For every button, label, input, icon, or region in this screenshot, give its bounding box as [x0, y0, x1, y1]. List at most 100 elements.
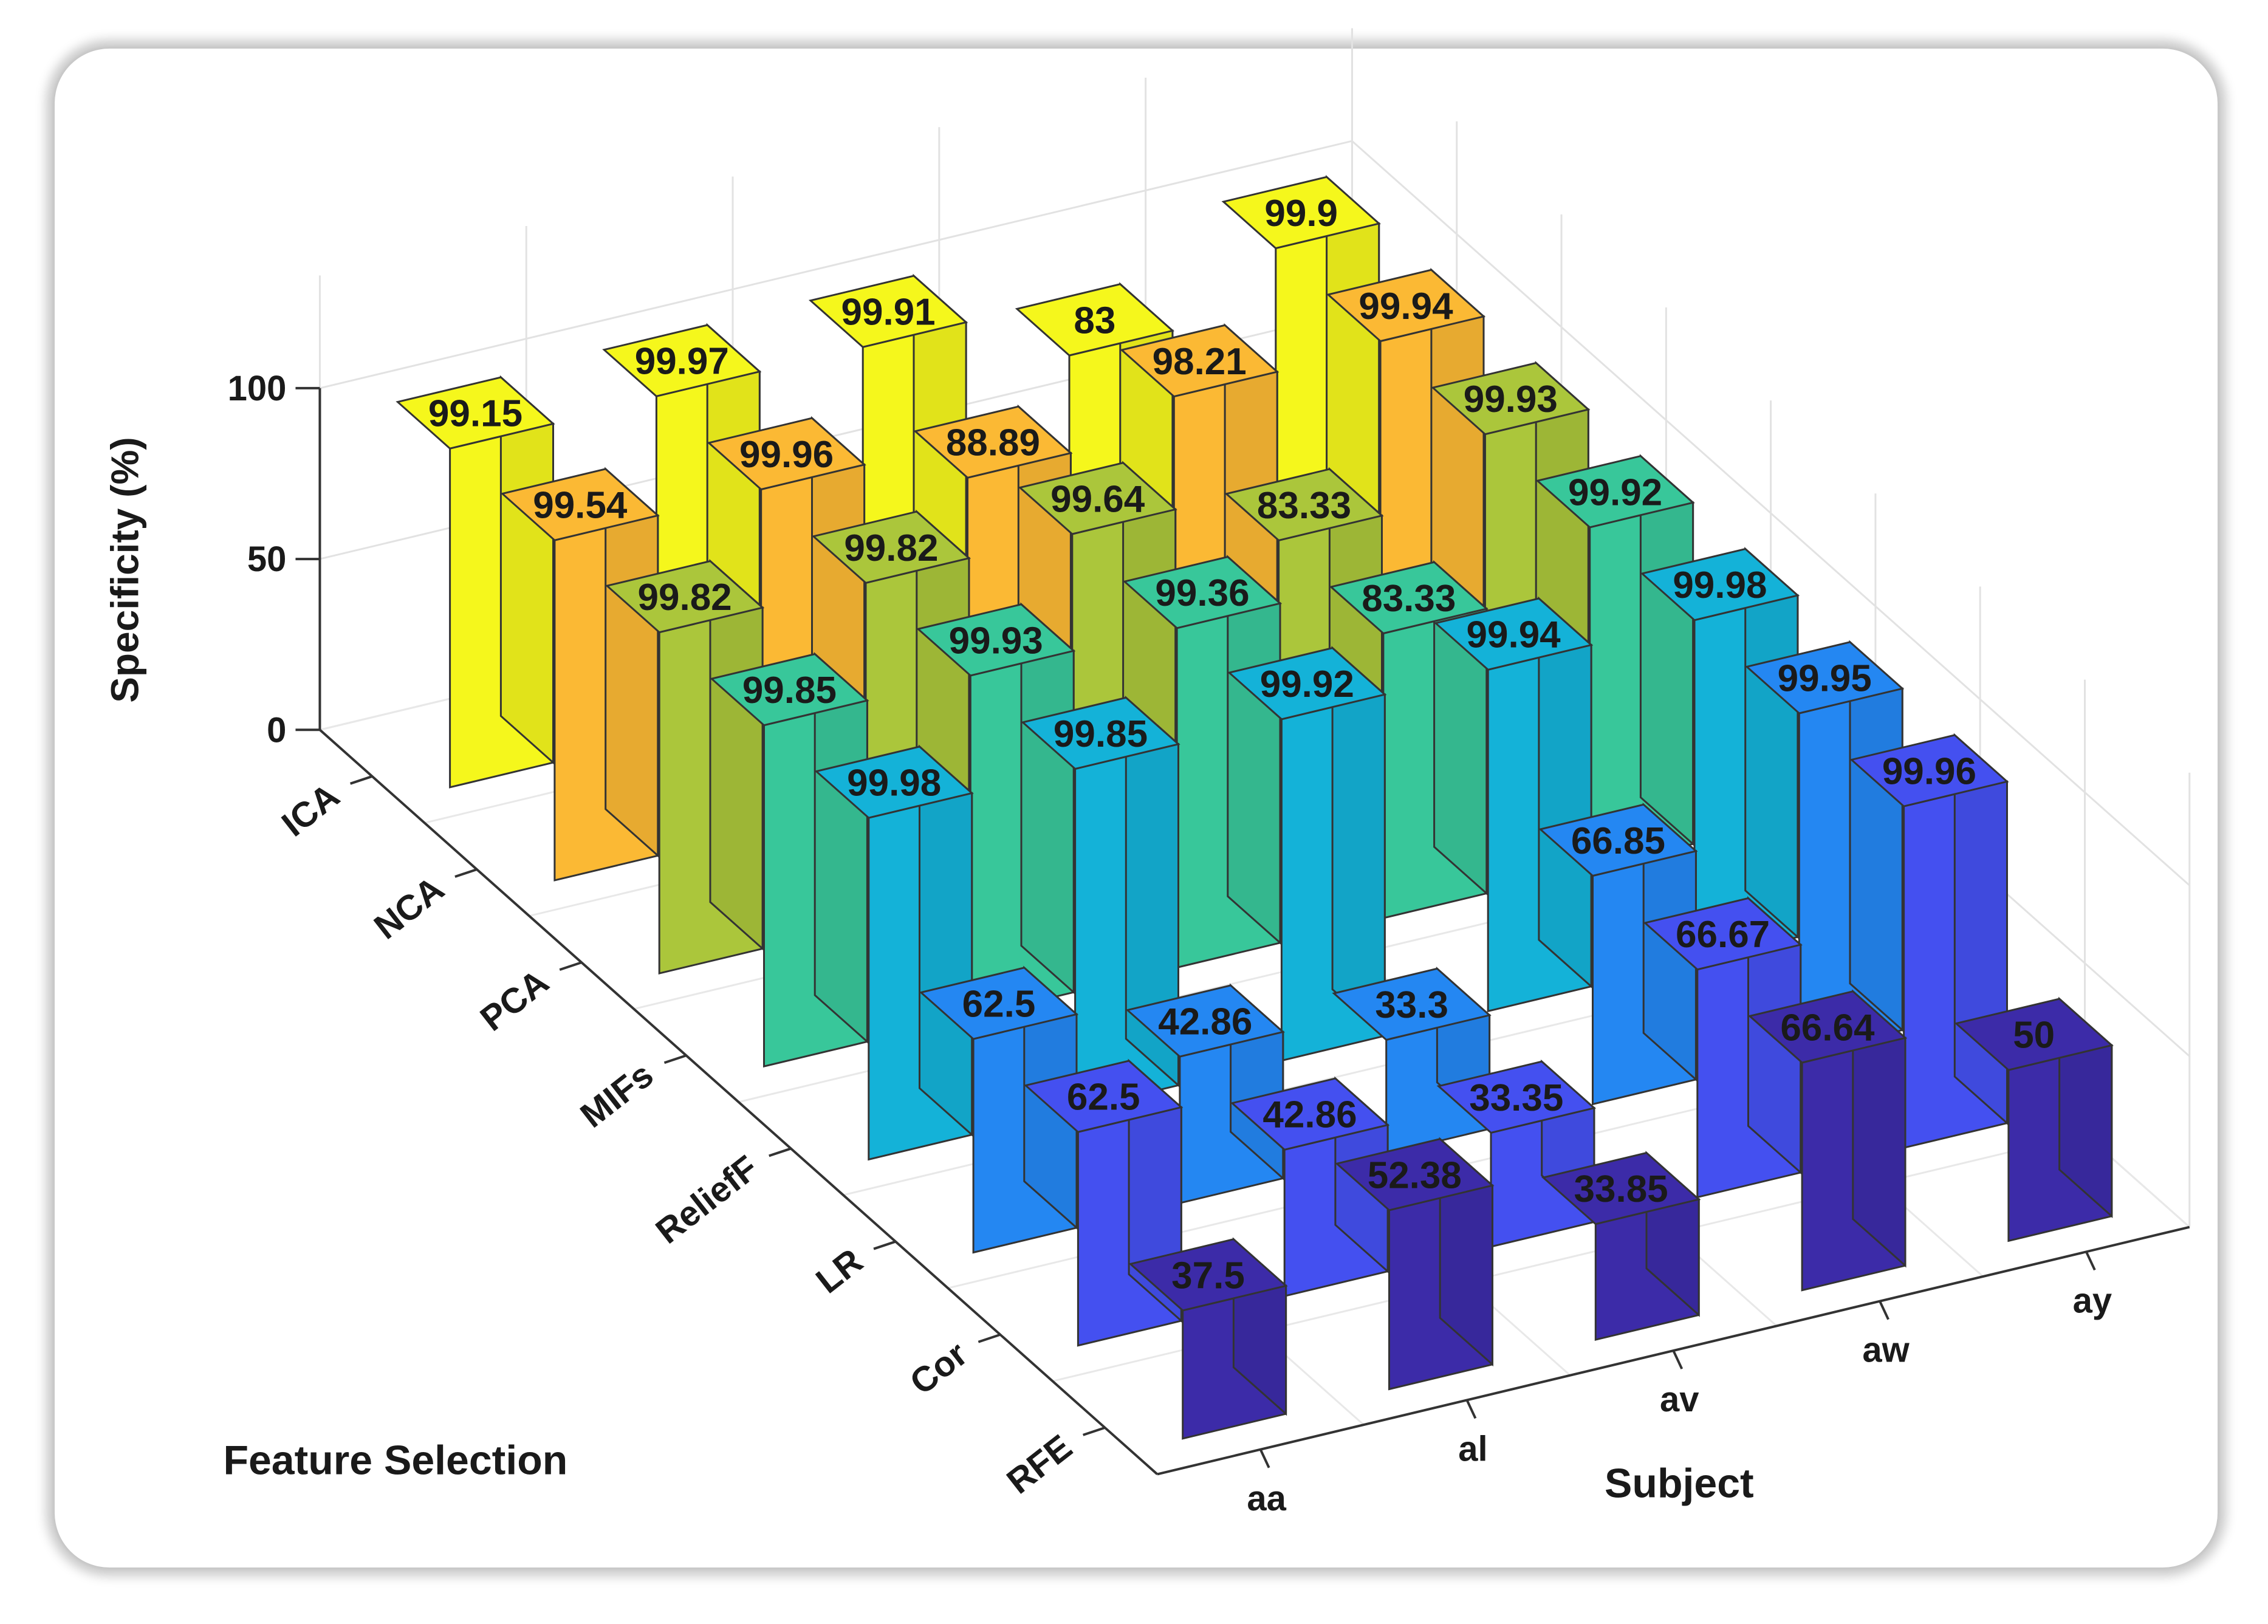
value-label: 42.86 [1158, 1001, 1252, 1043]
y-tick-label: LR [809, 1241, 870, 1301]
bar-top-face [1024, 1060, 1184, 1133]
value-label: 99.96 [739, 434, 834, 476]
value-label: 99.9 [1264, 193, 1338, 235]
value-label: 83.33 [1257, 485, 1351, 527]
value-label: 99.82 [844, 527, 938, 569]
bar [1954, 996, 2114, 1242]
bar-top-face [1326, 269, 1486, 343]
bar-top-face [916, 603, 1076, 677]
bar [814, 744, 974, 1161]
bar-top-face [1128, 1238, 1288, 1312]
bar-top-face [707, 417, 866, 491]
value-label: 83.33 [1362, 578, 1456, 620]
bar-side-face [1849, 640, 1903, 1032]
bar-side-face [814, 652, 868, 1044]
bar-top-face [808, 275, 968, 348]
y-tick-label: PCA [473, 962, 557, 1039]
value-label: 42.86 [1262, 1094, 1357, 1136]
x-tick-label: av [1660, 1380, 1699, 1419]
bar-top-face [710, 653, 869, 727]
value-label: 99.85 [742, 670, 837, 711]
x-axis-label: Subject [1605, 1461, 1754, 1507]
y-tick-label: ICA [275, 776, 347, 845]
value-label: 33.35 [1469, 1077, 1563, 1119]
y-tick-mark [978, 1333, 1001, 1343]
bar-top-face [1332, 967, 1492, 1041]
bar-top-face [500, 468, 660, 541]
x-tick-mark [1259, 1448, 1270, 1468]
bar [1024, 1058, 1184, 1347]
bar [396, 375, 555, 789]
bar-side-face [709, 559, 764, 951]
bar-side-face [1538, 596, 1592, 988]
bar [1122, 555, 1283, 969]
bar-top-face [1433, 597, 1594, 671]
value-label: 33.3 [1375, 984, 1448, 1026]
bar [605, 559, 765, 975]
bar-top-face [919, 967, 1079, 1040]
z-tick-label: 0 [267, 710, 286, 750]
y-tick-label: RFE [999, 1427, 1079, 1502]
value-label: 33.85 [1574, 1168, 1668, 1210]
bar [1541, 1151, 1701, 1341]
bar [1128, 1237, 1288, 1440]
y-tick-label: MIFs [573, 1055, 660, 1136]
value-label: 99.85 [1053, 713, 1148, 755]
y-tick-label: NCA [367, 869, 451, 947]
bar-side-face [1020, 602, 1075, 995]
bar [1335, 1137, 1495, 1391]
bar [1747, 989, 1908, 1292]
bar-side-face [1744, 547, 1799, 939]
bar [1332, 966, 1492, 1155]
bar [1436, 1059, 1597, 1248]
bar-top-face [1744, 641, 1905, 714]
x-tick-label: aa [1247, 1479, 1286, 1518]
x-tick-mark [1465, 1399, 1477, 1419]
x-tick-mark [2085, 1251, 2096, 1271]
value-label: 99.98 [1673, 564, 1767, 606]
bar-top-face [1541, 1151, 1701, 1225]
bar-side-face [1331, 646, 1386, 1038]
bar-top-face [1747, 990, 1908, 1064]
value-label: 37.5 [1171, 1255, 1245, 1297]
value-label: 99.36 [1155, 572, 1249, 614]
bar-side-face [1639, 454, 1694, 846]
bar-top-face [1954, 998, 2114, 1071]
bar-top-face [1221, 176, 1381, 250]
y-tick-mark [454, 868, 478, 878]
value-label: 99.92 [1260, 663, 1354, 705]
y-tick-label: ReliefF [648, 1148, 765, 1251]
bar-top-face [605, 560, 765, 634]
bar-top-face [396, 376, 555, 450]
bar-top-face [1230, 1077, 1390, 1151]
y-tick-mark [769, 1147, 792, 1157]
y-tick-label: Cor [903, 1334, 975, 1403]
bar [1227, 646, 1387, 1062]
value-label: 99.64 [1050, 478, 1145, 520]
bar-top-face [1538, 803, 1698, 877]
bar-top-face [1227, 646, 1387, 721]
bar-top-face [602, 324, 762, 397]
bar-top-face [913, 405, 1073, 479]
bar-top-face [1535, 454, 1695, 529]
value-label: 98.21 [1153, 341, 1247, 383]
bar-side-face [919, 744, 973, 1137]
y-tick-mark [663, 1054, 687, 1064]
bar-top-face [811, 510, 971, 584]
bar-side-face [1953, 733, 2008, 1125]
y-tick-mark [349, 775, 373, 785]
bar-top-face [1436, 1060, 1597, 1134]
x-tick-mark [1672, 1350, 1684, 1369]
y-tick-mark [559, 961, 582, 971]
value-label: 83 [1074, 300, 1115, 341]
bars [396, 174, 2114, 1440]
bar-top-face [1120, 324, 1280, 398]
z-tick-label: 100 [228, 369, 287, 408]
value-label: 99.98 [847, 762, 941, 804]
bar-top-face [1018, 462, 1177, 535]
x-tick-label: ay [2073, 1281, 2112, 1320]
value-label: 66.85 [1571, 820, 1665, 862]
axes [295, 386, 2190, 1476]
bar-top-face [1122, 555, 1283, 629]
